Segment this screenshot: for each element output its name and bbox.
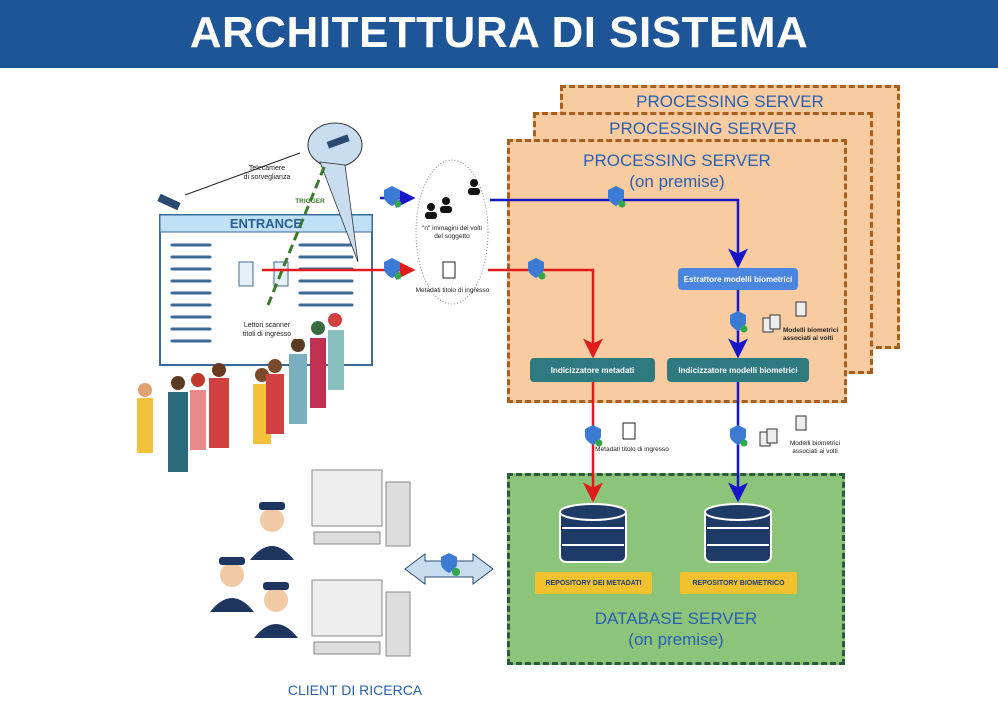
- models-label-line: Modelli biometrici: [789, 440, 841, 447]
- processing-server-label: PROCESSING SERVER: [636, 92, 824, 111]
- computer-icon: [311, 579, 411, 657]
- repository-metadata-label: REPOSITORY DEI METADATI: [535, 572, 652, 594]
- scanners-label-line: titoli di ingresso: [242, 331, 292, 339]
- police-officer-icon: [210, 502, 298, 638]
- metadata-label-outside: Metadati titolo di ingresso: [595, 446, 669, 453]
- metadata-label: Metadati titolo di ingresso: [415, 287, 490, 294]
- repository-biometric-label: REPOSITORY BIOMETRICO: [680, 572, 797, 594]
- processing-server-sublabel: (on premise): [629, 172, 725, 191]
- faces-label-line: "n" immagini dei volti: [422, 225, 482, 232]
- trigger-label: TRIGGER: [295, 198, 325, 205]
- scanners-label-line: Lettori scanner: [243, 322, 291, 329]
- people-queue-icon: [137, 313, 344, 472]
- models-label-line: associati ai volti: [792, 448, 838, 456]
- processing-server-label: PROCESSING SERVER: [583, 151, 771, 170]
- computer-icon: [311, 469, 411, 547]
- cameras-label-line: di sorveglianza: [243, 174, 291, 182]
- capture-group: [415, 159, 489, 305]
- camera-icon: [157, 193, 181, 211]
- database-server: DATABASE SERVER (on premise): [507, 473, 845, 665]
- biometric-docs-icon: [759, 301, 807, 447]
- database-server-label: DATABASE SERVER: [594, 609, 758, 628]
- security-shield-icon: [441, 553, 457, 573]
- page-title: ARCHITETTURA DI SISTEMA: [0, 0, 998, 68]
- document-icon: [442, 261, 636, 440]
- extractor-module: Estrattore modelli biometrici: [678, 268, 798, 290]
- scanner-icon: [238, 261, 254, 287]
- scanners-label: Lettori scanner titoli di ingresso: [232, 321, 302, 340]
- trigger-arrow: [266, 164, 327, 306]
- cameras-label-line: Telecamere: [248, 165, 286, 172]
- security-shield-icon: [384, 186, 748, 447]
- entrance-sign: ENTRANCE: [229, 216, 303, 231]
- models-label-line: Modelli biometrici: [783, 327, 839, 334]
- models-label-line: associati ai volti: [783, 335, 834, 343]
- face-icons: [425, 179, 480, 219]
- biometric-indexer-module: Indicizzatore modelli biometrici: [667, 358, 809, 382]
- faces-label-line: del soggetto: [434, 233, 470, 241]
- client-label: CLIENT DI RICERCA: [287, 682, 423, 698]
- pointer-line: [184, 152, 301, 196]
- database-icon: [559, 503, 772, 563]
- camera-zoom-icon: [326, 134, 350, 149]
- cameras-label: Telecamere di sorveglianza: [232, 164, 302, 182]
- database-server-sublabel: (on premise): [628, 630, 724, 649]
- processing-server-label: PROCESSING SERVER: [609, 119, 797, 138]
- metadata-indexer-module: Indicizzatore metadati: [530, 358, 655, 382]
